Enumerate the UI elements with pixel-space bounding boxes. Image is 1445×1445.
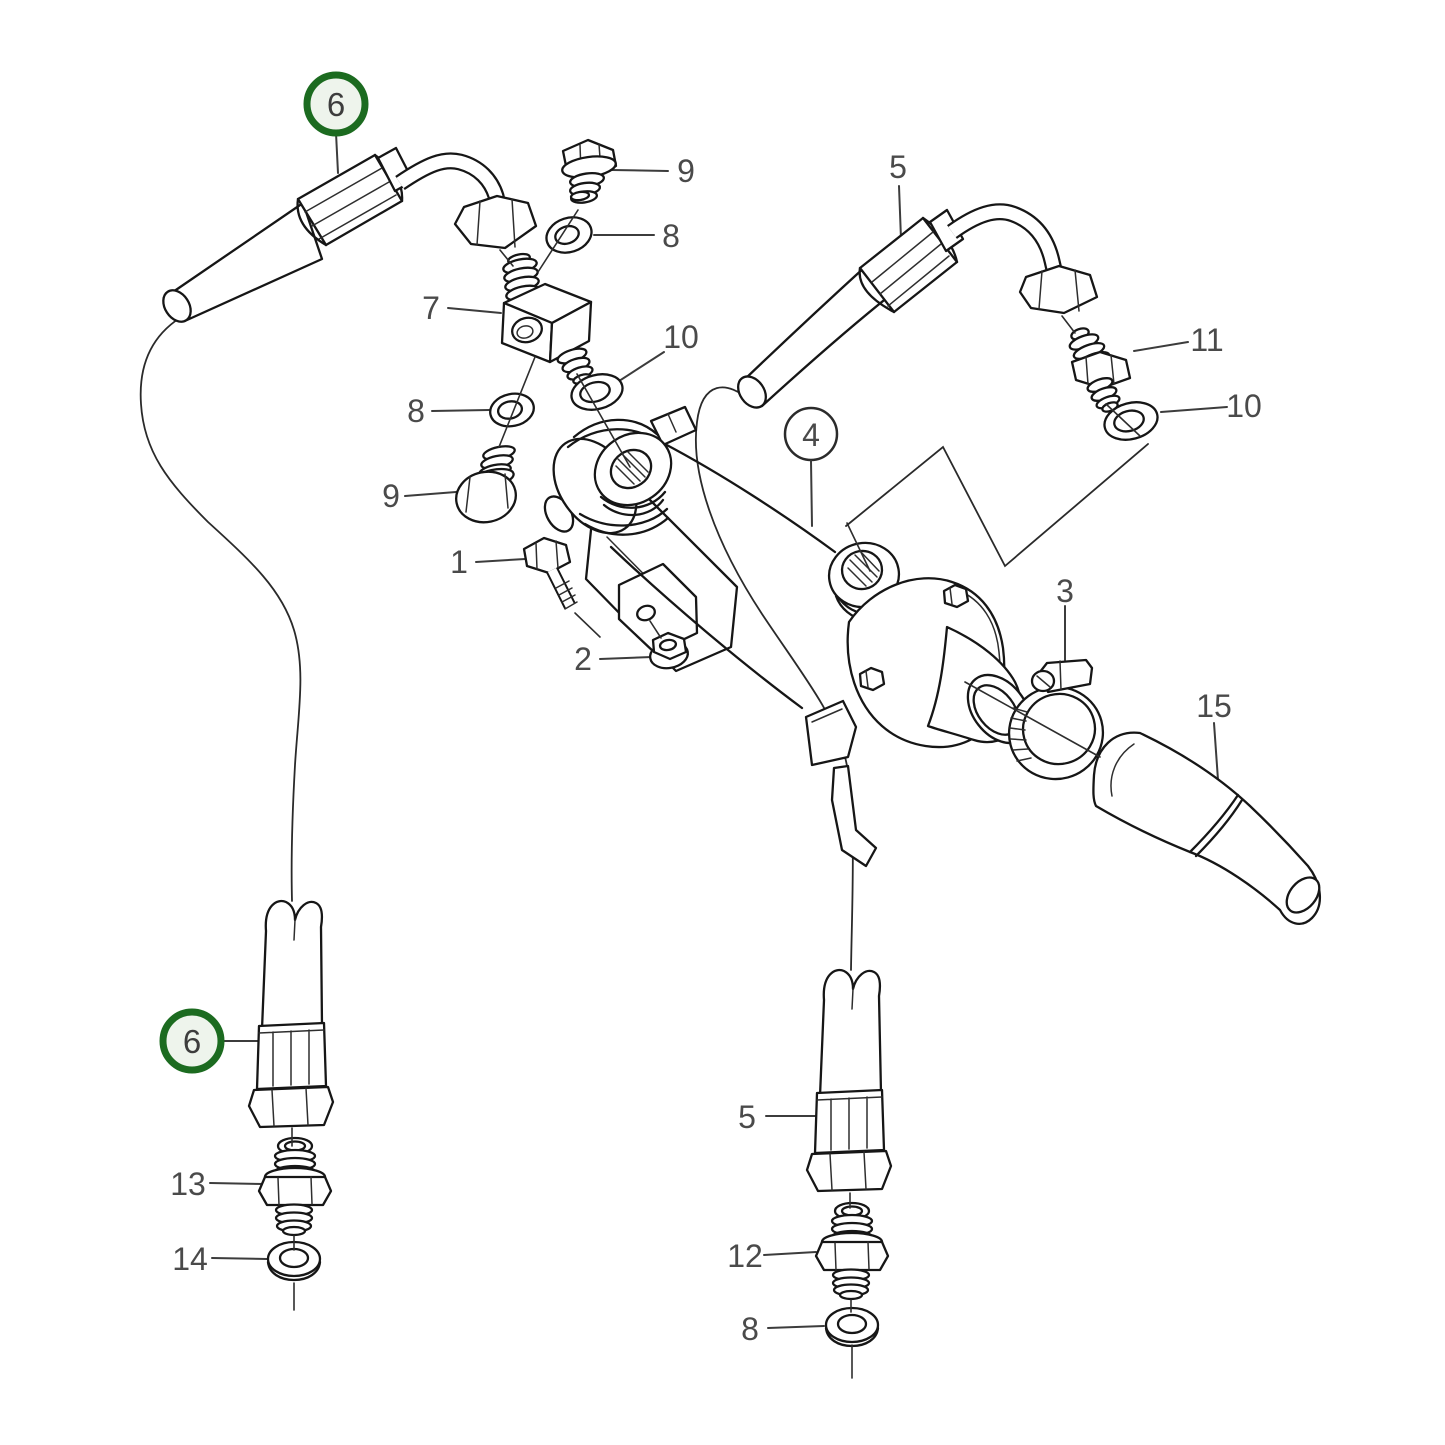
callout-9-top-label: 9 — [677, 153, 695, 189]
callout-15-label: 15 — [1196, 688, 1232, 724]
callout-6-bottom[interactable]: 6 — [159, 1008, 225, 1074]
connector-block-7 — [500, 252, 594, 385]
callout-1[interactable]: 1 — [450, 544, 468, 580]
callout-11[interactable]: 11 — [1190, 322, 1223, 358]
callout-8-top-label: 8 — [662, 218, 680, 254]
callout-8-left-label: 8 — [407, 393, 425, 429]
mounting-reference-polyline — [845, 443, 1149, 568]
hose-6-link-curve — [139, 311, 302, 902]
hose-5-lower — [805, 968, 893, 1193]
callout-10-right-label: 10 — [1226, 388, 1262, 424]
hose-6-upper-nut — [453, 194, 538, 250]
callout-2-label: 2 — [574, 641, 592, 677]
nipple-12 — [814, 1201, 890, 1301]
callout-4[interactable]: 4 — [783, 406, 839, 527]
callout-3-label: 3 — [1056, 573, 1074, 609]
banjo-bolt-9-upper — [561, 138, 618, 204]
highlight-circle[interactable] — [159, 1008, 225, 1074]
callout-8-left[interactable]: 8 — [407, 393, 425, 429]
callout-5-bottom-label: 5 — [738, 1099, 756, 1135]
callout-2[interactable]: 2 — [574, 641, 592, 677]
callout-10-left-label: 10 — [663, 319, 699, 355]
fitting-11 — [1068, 327, 1132, 413]
callout-3[interactable]: 3 — [1056, 573, 1074, 609]
bolt-1 — [522, 536, 578, 610]
callout-13[interactable]: 13 — [170, 1166, 206, 1202]
callout-8-bottom[interactable]: 8 — [741, 1311, 759, 1347]
nipple-13 — [257, 1136, 333, 1237]
washer-10-front — [570, 373, 624, 411]
callout-7-label: 7 — [422, 290, 440, 326]
callout-5-bottom[interactable]: 5 — [738, 1099, 756, 1135]
washer-10-right — [1103, 401, 1159, 441]
hose-clamp-3 — [1007, 658, 1105, 781]
callout-4-label: 4 — [802, 417, 820, 453]
callout-9-top[interactable]: 9 — [677, 153, 695, 189]
callout-15[interactable]: 15 — [1196, 688, 1232, 724]
hose-5-upper — [737, 203, 1099, 409]
washer-8-lower — [824, 1306, 880, 1348]
hose-6-upper — [162, 146, 538, 323]
callout-1-label: 1 — [450, 544, 468, 580]
hose-5-upper-nut — [1018, 264, 1099, 315]
callout-9-left-label: 9 — [382, 478, 400, 514]
hose-6-lower-nut — [247, 1085, 335, 1129]
callout-10-right[interactable]: 10 — [1226, 388, 1262, 424]
callout-6-bottom-label: 6 — [183, 1023, 201, 1060]
hose-6-lower — [247, 899, 335, 1129]
plug-9-left — [455, 445, 517, 524]
leader-lines — [209, 132, 1228, 1329]
callout-13-label: 13 — [170, 1166, 206, 1202]
highlight-circle[interactable] — [303, 71, 369, 137]
assembly-axis-lines — [291, 209, 1149, 1379]
washer-8-left — [489, 392, 535, 428]
nut-2 — [649, 631, 689, 670]
callout-5-top[interactable]: 5 — [889, 149, 907, 185]
callout-10-left[interactable]: 10 — [663, 319, 699, 355]
callout-12[interactable]: 12 — [727, 1238, 763, 1274]
callout-9-left[interactable]: 9 — [382, 478, 400, 514]
callout-4-leader — [810, 460, 813, 527]
callout-6-top-label: 6 — [327, 86, 345, 123]
callout-8-bottom-label: 8 — [741, 1311, 759, 1347]
washer-8-upper — [545, 216, 593, 254]
callout-14[interactable]: 14 — [172, 1241, 208, 1277]
cooler-body-4 — [543, 405, 1032, 868]
callout-14-label: 14 — [172, 1241, 208, 1277]
callout-11-label: 11 — [1190, 322, 1223, 358]
callout-7[interactable]: 7 — [422, 290, 440, 326]
callout-8-top[interactable]: 8 — [662, 218, 680, 254]
hose-5-lower-nut — [805, 1149, 893, 1193]
hose-15 — [1092, 731, 1321, 925]
callout-5-top-label: 5 — [889, 149, 907, 185]
callout-6-top[interactable]: 6 — [303, 71, 369, 137]
callout-12-label: 12 — [727, 1238, 763, 1274]
